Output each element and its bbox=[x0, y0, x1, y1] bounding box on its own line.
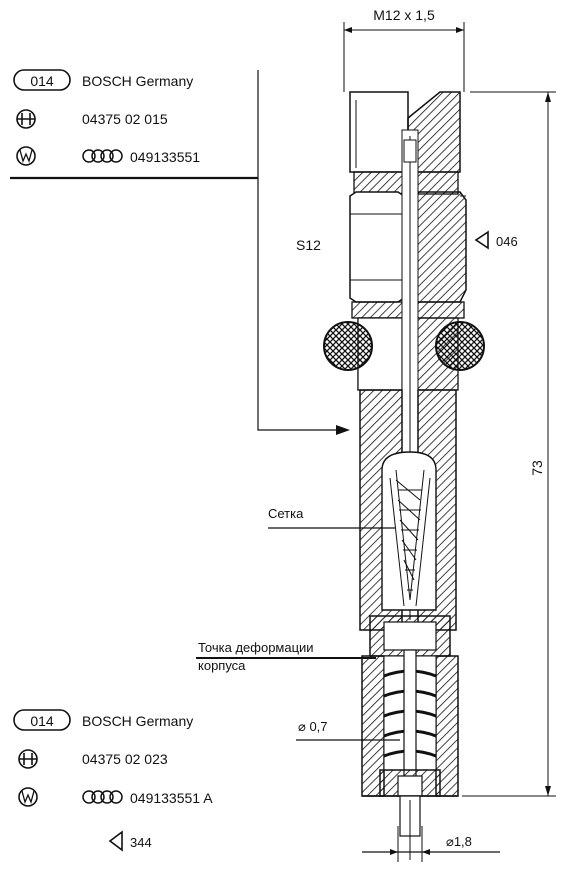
mesh-callout: Сетка bbox=[268, 506, 396, 529]
thread-dimension: M12 x 1,5 bbox=[343, 7, 465, 92]
top-marking-block: 014 BOSCH Germany 04375 02 015 049133551 bbox=[10, 69, 350, 435]
wrench-size-label: S12 bbox=[296, 237, 321, 253]
vw-logo-bottom-icon bbox=[18, 787, 38, 807]
tip-dimension: ⌀1,8 bbox=[362, 826, 500, 862]
deform-point-label-line2: корпуса bbox=[198, 658, 246, 673]
bosch-logo-icon bbox=[16, 109, 36, 129]
tip-diameter-label: ⌀1,8 bbox=[446, 834, 472, 849]
vw-number: 049133551 bbox=[130, 149, 200, 165]
brand-line-bottom: BOSCH Germany bbox=[82, 713, 193, 729]
code-badge-bottom-text: 014 bbox=[30, 713, 54, 729]
marking-leader-arrow-line bbox=[257, 70, 340, 431]
angle-mark-upper: 046 bbox=[474, 230, 518, 250]
deform-point-callout: Точка деформации корпуса bbox=[196, 640, 376, 673]
vw-logo-icon bbox=[16, 146, 36, 166]
angle-upper-icon bbox=[474, 230, 489, 250]
clip-ring-left bbox=[323, 321, 373, 371]
orifice-diameter-label: ⌀ 0,7 bbox=[298, 719, 328, 734]
bosch-number-bottom: 04375 02 023 bbox=[82, 751, 168, 767]
code-badge-bottom bbox=[13, 709, 71, 731]
length-label: 73 bbox=[529, 460, 545, 476]
top-cap-left bbox=[349, 91, 409, 173]
audi-rings-bottom-icon bbox=[82, 790, 123, 804]
needle bbox=[403, 649, 417, 791]
deform-point-label-line1: Точка деформации bbox=[198, 640, 314, 655]
code-badge bbox=[13, 69, 71, 91]
bottom-marking-block: 014 BOSCH Germany 04375 02 023 049133551… bbox=[13, 709, 213, 807]
orifice-dimension: ⌀ 0,7 bbox=[296, 719, 400, 741]
vw-number-bottom: 049133551 A bbox=[130, 790, 213, 806]
clip-ring-right bbox=[435, 321, 485, 371]
code-badge-text: 014 bbox=[30, 73, 54, 89]
filter-cavity bbox=[381, 451, 437, 611]
hex-section bbox=[349, 191, 405, 303]
leader-arrowhead bbox=[336, 425, 350, 435]
bosch-logo-bottom-icon bbox=[18, 749, 38, 769]
bosch-number: 04375 02 015 bbox=[82, 111, 168, 127]
angle-mark-lower: 344 bbox=[108, 830, 152, 852]
nozzle-body bbox=[323, 91, 485, 860]
angle-lower-icon bbox=[108, 830, 123, 852]
brand-line: BOSCH Germany bbox=[82, 73, 193, 89]
length-dimension: 73 bbox=[462, 91, 556, 797]
angle-upper-label: 046 bbox=[496, 234, 518, 249]
mesh-label: Сетка bbox=[268, 506, 304, 521]
mesh-filter-icon bbox=[389, 469, 431, 607]
deform-collar-inner bbox=[383, 621, 437, 651]
angle-lower-label: 344 bbox=[130, 835, 152, 850]
audi-rings-icon bbox=[82, 149, 123, 163]
thread-label: M12 x 1,5 bbox=[373, 7, 435, 23]
